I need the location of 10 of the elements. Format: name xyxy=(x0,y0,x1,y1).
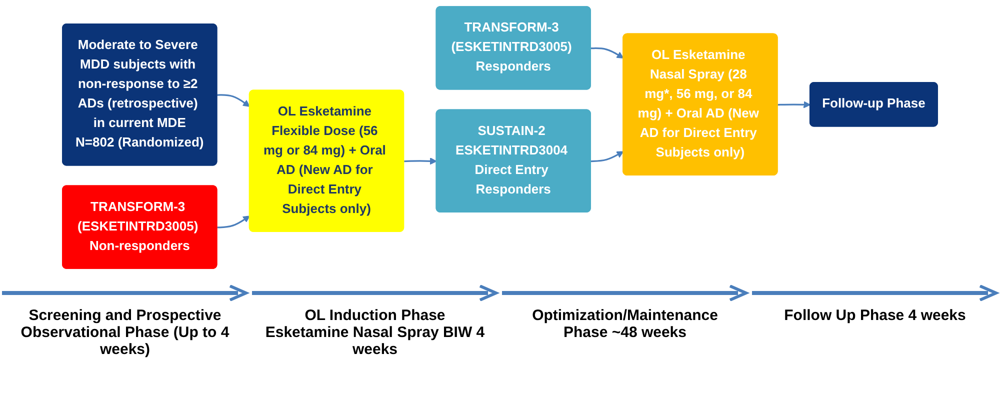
arrow xyxy=(590,151,624,162)
arrow xyxy=(404,158,437,165)
arrow xyxy=(217,216,250,228)
phase-label: OL Induction Phase Esketamine Nasal Spray BIW 4 weeks xyxy=(265,307,485,358)
arrow xyxy=(217,94,250,107)
phase-label: Follow Up Phase 4 weeks xyxy=(784,307,966,324)
arrow xyxy=(778,101,811,108)
phase-label: Screening and Prospective Observational Phase (Up to 4 weeks) xyxy=(20,307,230,358)
phase-label: Optimization/Maintenance Phase ~48 weeks xyxy=(531,307,719,341)
arrow xyxy=(590,47,624,58)
